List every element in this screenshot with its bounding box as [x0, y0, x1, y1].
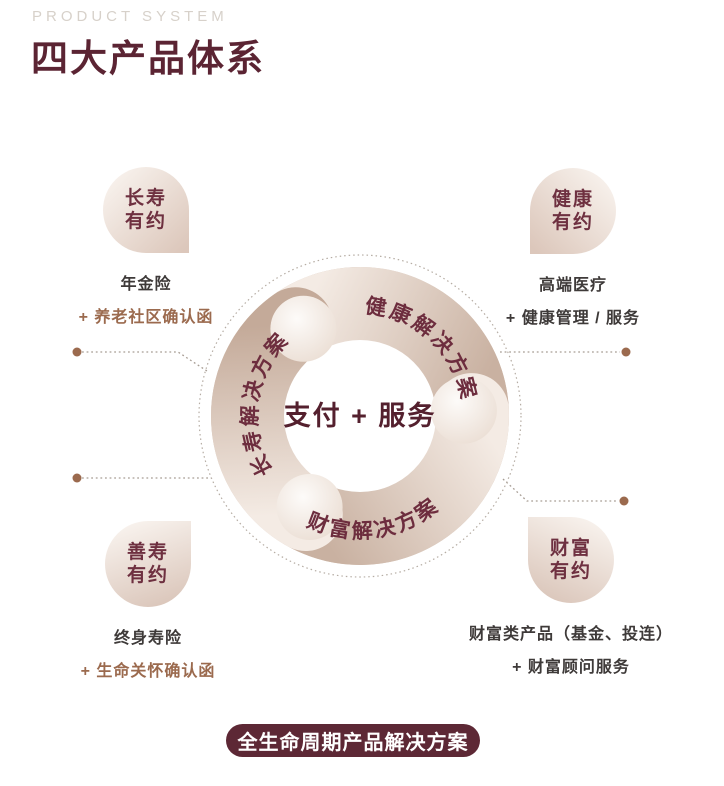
solution-ring-diagram: 健康解决方案 长寿解决方案 财富解决方案 支付 + 服务 [198, 254, 522, 578]
quadrant-longevity-product: 年金险 [120, 276, 172, 293]
badge-shanshou: 善寿 有约 [105, 521, 191, 607]
ring-inner-disc [284, 340, 436, 492]
badge-health-line2: 有约 [551, 212, 594, 233]
quadrant-health-addon: + 健康管理 / 服务 [505, 310, 641, 327]
ring-center-label: 支付 + 服务 [284, 401, 437, 431]
badge-wealth-line1: 财富 [549, 538, 592, 559]
connector-dot [619, 496, 629, 506]
connector-dot [621, 347, 631, 357]
ring-head-longevity [276, 474, 343, 540]
eyebrow-text: PRODUCT SYSTEM [32, 8, 228, 25]
connector-line-bottom-right [502, 478, 618, 502]
ring-head-wealth [430, 377, 497, 444]
quadrant-wealth: 财富 有约 财富类产品（基金、投连） + 财富顾问服务 [461, 517, 681, 677]
lifecycle-banner: 全生命周期产品解决方案 [226, 724, 480, 757]
quadrant-longevity: 长寿 有约 年金险 + 养老社区确认函 [36, 167, 256, 327]
dashed-circle [198, 254, 522, 578]
quadrant-shanshou-product: 终身寿险 [113, 630, 182, 647]
ring-head-health [270, 295, 337, 362]
badge-longevity: 长寿 有约 [103, 167, 189, 253]
quadrant-wealth-product: 财富类产品（基金、投连） [468, 626, 673, 643]
badge-longevity-line1: 长寿 [124, 188, 167, 209]
badge-longevity-line2: 有约 [124, 211, 167, 232]
quadrant-wealth-addon: + 财富顾问服务 [512, 659, 630, 676]
quadrant-health: 健康 有约 高端医疗 + 健康管理 / 服务 [463, 168, 683, 328]
quadrant-health-product: 高端医疗 [538, 277, 607, 294]
quadrant-shanshou-addon: + 生命关怀确认函 [80, 663, 216, 680]
badge-health-line1: 健康 [551, 189, 594, 210]
badge-shanshou-line2: 有约 [126, 565, 169, 586]
connector-dot [72, 347, 82, 357]
quadrant-shanshou: 善寿 有约 终身寿险 + 生命关怀确认函 [38, 521, 258, 681]
connector-dot [72, 473, 82, 483]
badge-wealth-line2: 有约 [549, 561, 592, 582]
quadrant-longevity-addon: + 养老社区确认函 [78, 309, 214, 326]
page-title: 四大产品体系 [31, 38, 265, 79]
badge-wealth: 财富 有约 [528, 517, 614, 603]
badge-health: 健康 有约 [530, 168, 616, 254]
badge-shanshou-line1: 善寿 [126, 542, 169, 563]
